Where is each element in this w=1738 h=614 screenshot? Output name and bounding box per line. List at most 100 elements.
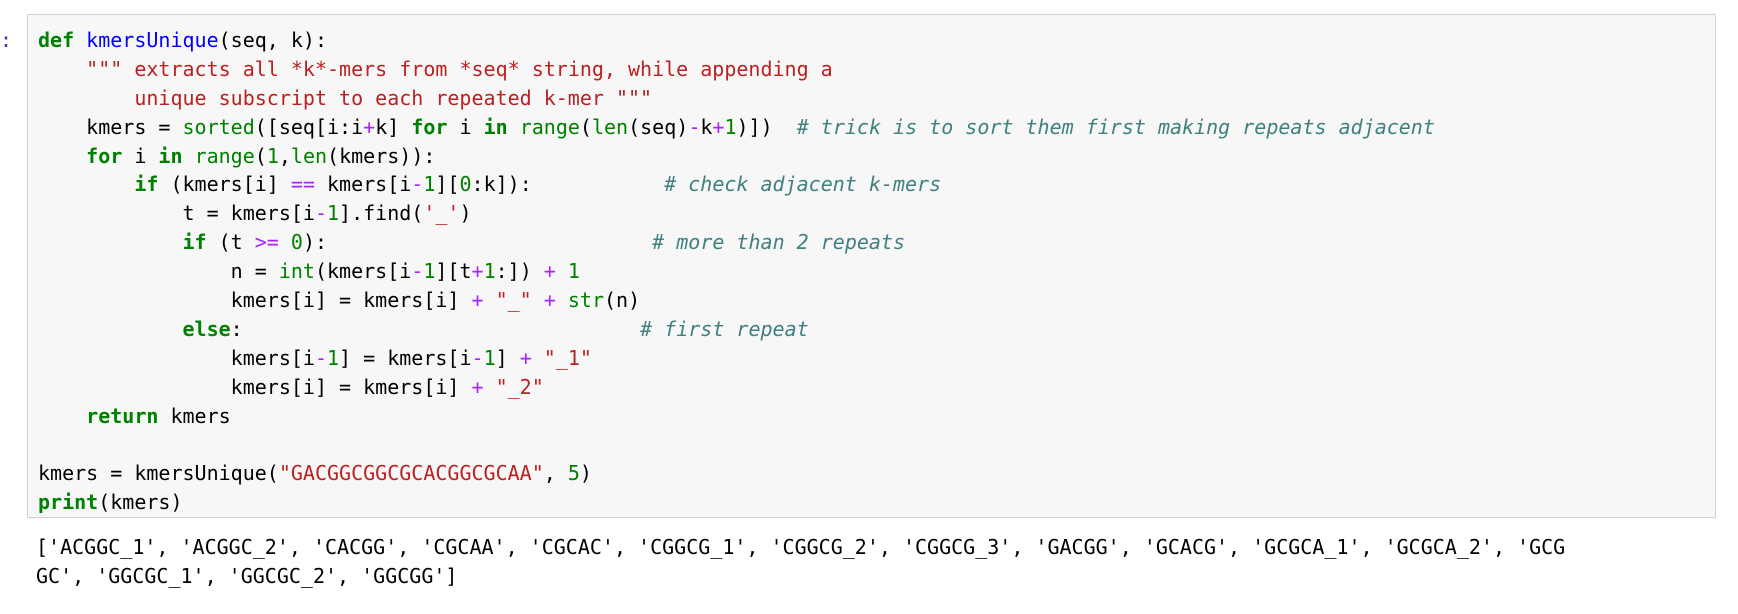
code-token: - [314,345,327,370]
code-token [38,230,183,254]
code-token: range [194,143,255,168]
code-token [484,288,496,312]
code-token: "GACGGCGGCGCACGGCGCAA" [278,461,544,486]
code-token: :k]): [471,172,665,197]
code-token: print [38,490,99,515]
output-line: GC', 'GGCGC_1', 'GGCGC_2', 'GGCGG'] [36,564,458,588]
code-token: (seq) [628,114,689,139]
code-token: ] [495,345,520,370]
code-token: 1 [423,259,436,284]
code-token: (n) [603,288,641,313]
code-line: unique subscript to each repeated k-mer … [38,84,1435,113]
code-token: + [543,288,556,313]
code-token: (kmers)): [327,143,436,168]
code-token: kmers[i] [351,374,472,399]
code-token: 1 [423,172,436,197]
code-line [38,430,1435,459]
code-token: kmers[i [314,172,412,197]
cell-output: ['ACGGC_1', 'ACGGC_2', 'CACGG', 'CGCAA',… [36,533,1565,591]
code-token: len [290,143,328,168]
code-token: def [38,28,75,52]
code-token [38,57,86,81]
code-token: """ extracts all *k*-mers from *seq* str… [86,56,833,81]
code-token: (kmers[i [314,259,412,284]
code-token: i [122,143,159,168]
code-token: + [519,345,532,370]
code-token: kmers[i [375,345,472,370]
code-token [183,144,195,168]
code-token: ][ [435,172,460,197]
code-token: ) [459,201,472,226]
code-token: 1 [327,345,340,370]
code-token: + [471,259,484,284]
code-token: ([seq[i:i [254,114,364,139]
code-token [484,375,496,399]
code-token: (seq, k): [218,28,327,52]
code-token: for [86,143,123,168]
code-token: kmers [38,114,159,139]
code-token: n [38,259,255,284]
code-token: kmers[i] [38,374,340,399]
code-line: """ extracts all *k*-mers from *seq* str… [38,55,1435,84]
code-line: def kmersUnique(seq, k): [38,26,1435,55]
code-token: - [471,345,484,370]
code-token [38,144,86,168]
code-token: - [411,259,424,284]
code-token: # trick is to sort them first making rep… [796,114,1435,139]
code-token [38,404,86,428]
code-token: kmers[i [218,201,315,226]
code-token: : [230,316,641,341]
code-token: = [110,461,123,486]
code-token: kmers[i] [38,288,340,313]
code-token: kmers [158,403,231,428]
code-editor[interactable]: def kmersUnique(seq, k): """ extracts al… [38,26,1435,517]
code-token: in [483,114,508,139]
code-token: 1 [483,345,496,370]
code-token [74,28,86,52]
code-token: str [567,288,604,313]
code-line: else: # first repeat [38,315,1435,344]
code-token: + [471,288,484,313]
code-line: kmers[i] = kmers[i] + "_" + str(n) [38,286,1435,315]
code-token [38,317,183,341]
code-token: # more than 2 repeats [652,230,906,255]
code-token: kmers[i] [351,288,472,313]
code-token: # first repeat [640,316,809,341]
code-token: 5 [567,461,580,486]
code-token: int [278,259,315,284]
code-token: kmersUnique [86,28,219,52]
code-token: )]) [736,114,797,139]
code-token: kmers[i [38,345,315,370]
code-token: = [158,114,171,139]
code-token: ): [302,230,653,255]
code-token: ][t [435,259,472,284]
code-token: "_" [495,288,532,313]
code-token: - [314,201,327,226]
code-token: in [158,143,183,168]
code-token: = [206,201,219,226]
code-token [556,288,568,312]
code-line: if (t >= 0): # more than 2 repeats [38,228,1435,257]
code-input-area[interactable]: def kmersUnique(seq, k): """ extracts al… [27,14,1716,518]
code-line: if (kmers[i] == kmers[i-1][0:k]): # chec… [38,170,1435,199]
code-token: = [254,259,267,284]
code-token: ( [254,143,267,168]
code-token [532,346,544,370]
code-token: 0 [459,172,472,197]
code-token: >= [254,230,279,255]
code-line: return kmers [38,402,1435,431]
code-token: 1 [724,114,737,139]
code-token: unique subscript to each repeated k-mer … [38,85,653,110]
code-line: kmers[i] = kmers[i] + "_2" [38,373,1435,402]
code-token: # check adjacent k-mers [664,172,942,197]
code-token: - [411,172,424,197]
code-token: for [411,114,448,139]
code-token [556,259,568,283]
code-token [267,259,279,283]
code-token: + [471,374,484,399]
code-token: == [290,172,315,197]
code-token: ( [579,114,592,139]
code-token: , [543,461,568,486]
code-token: if [182,230,207,255]
output-line: ['ACGGC_1', 'ACGGC_2', 'CACGG', 'CGCAA',… [36,535,1566,559]
